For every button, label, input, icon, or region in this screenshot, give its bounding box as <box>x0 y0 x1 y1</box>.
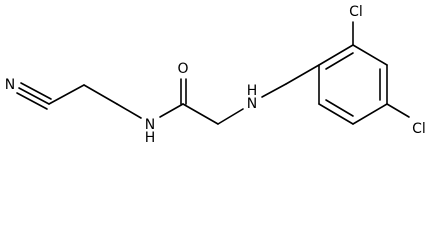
ring-bond-1 <box>318 44 354 66</box>
bond-ch2-ch2 <box>83 84 118 105</box>
amine-n-label: N <box>247 96 257 112</box>
benzene-ring <box>318 44 388 125</box>
bond-nh-carbonyl <box>159 103 184 118</box>
carbonyl-o-label: O <box>177 61 188 77</box>
bond-cn-ch2 <box>48 84 85 105</box>
bond-ch2-ch2-ring <box>285 64 320 85</box>
bond-carbonyl-ch2 <box>182 103 219 125</box>
ring-inner-double-1 <box>325 52 354 70</box>
triple-bond-line-2 <box>16 92 48 110</box>
ring-bond-5 <box>318 103 354 125</box>
nitrile-n-label: N <box>5 77 15 93</box>
ring-bond-4 <box>352 103 388 125</box>
nitrile-group <box>16 82 52 110</box>
bond-ch2-amine <box>217 108 244 125</box>
triple-bond-line-3 <box>20 82 52 100</box>
triple-bond-line-1 <box>18 87 50 105</box>
amide-n-label: N <box>145 117 155 133</box>
amide-h-label: H <box>145 130 156 146</box>
bond-ch2-nh <box>116 103 142 119</box>
structural-formula: N N H O N H Cl Cl <box>5 4 426 146</box>
chlorine-para-label: Cl <box>412 121 426 137</box>
bond-ring-cl-para <box>386 103 410 118</box>
chlorine-ortho-label: Cl <box>349 4 363 20</box>
bond-amine-ch2 <box>261 83 287 98</box>
ring-inner-double-3 <box>325 99 354 117</box>
amine-h-label: H <box>247 83 258 99</box>
ring-bond-2 <box>352 44 388 66</box>
